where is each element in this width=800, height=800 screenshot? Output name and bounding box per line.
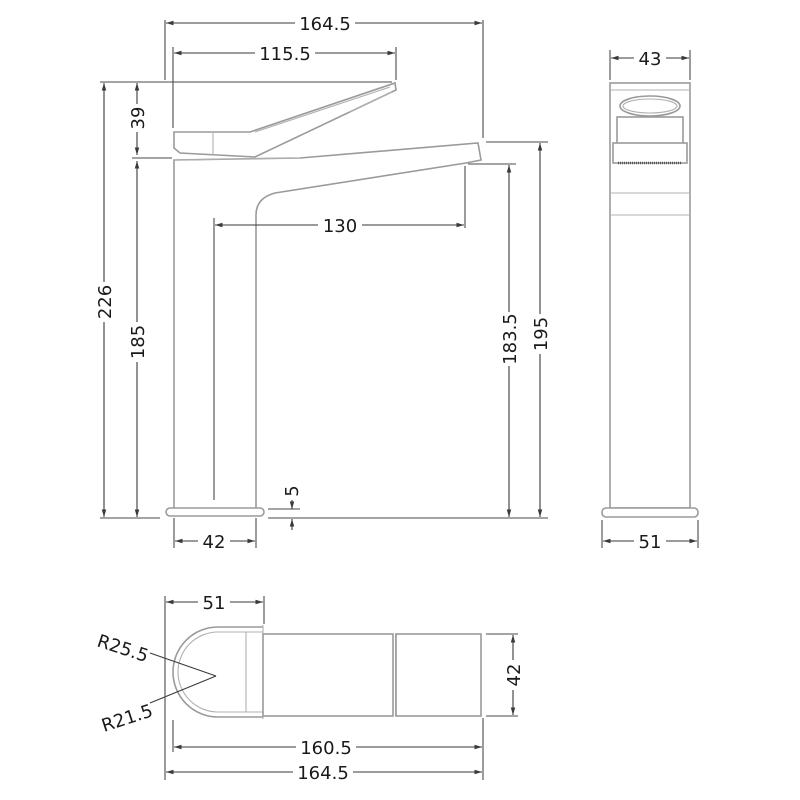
side-base-plate bbox=[165, 507, 265, 517]
front-view: 43 51 bbox=[601, 46, 699, 553]
side-body-outline bbox=[173, 142, 482, 508]
top-spout bbox=[395, 633, 482, 717]
front-base-plate bbox=[601, 507, 699, 518]
dim-spout-outlet-height: 183.5 bbox=[500, 313, 521, 365]
dim-front-top-width: 43 bbox=[639, 49, 662, 70]
top-body bbox=[262, 633, 394, 717]
dim-body-height: 185 bbox=[128, 325, 149, 359]
dim-top-spout-width: 42 bbox=[504, 664, 525, 687]
dim-inner-radius: R21.5 bbox=[99, 701, 156, 737]
side-view: 164.5 115.5 226 39 185 130 183.5 195 5 bbox=[93, 10, 552, 553]
top-base-outline bbox=[172, 626, 263, 718]
dim-front-base-width: 51 bbox=[639, 532, 662, 553]
top-view: R25.5 R21.5 51 42 160.5 164.5 bbox=[94, 590, 525, 784]
dim-base-thickness: 5 bbox=[282, 485, 303, 496]
dim-outer-radius: R25.5 bbox=[94, 631, 151, 667]
front-spout bbox=[612, 142, 688, 164]
dim-lever-length: 115.5 bbox=[259, 44, 311, 65]
dim-overall-height: 226 bbox=[95, 285, 116, 319]
dim-lever-height: 39 bbox=[128, 107, 149, 130]
dim-spout-top-height: 195 bbox=[531, 317, 552, 351]
side-lever-handle bbox=[173, 81, 397, 158]
dim-top-base-depth: 51 bbox=[203, 593, 226, 614]
front-lever-ellipse bbox=[619, 95, 681, 117]
dim-spout-reach: 130 bbox=[323, 216, 357, 237]
dim-top-overall-length: 164.5 bbox=[297, 763, 349, 784]
dim-top-body-length: 160.5 bbox=[300, 738, 352, 759]
dim-base-width: 42 bbox=[203, 532, 226, 553]
dim-overall-width: 164.5 bbox=[299, 14, 351, 35]
